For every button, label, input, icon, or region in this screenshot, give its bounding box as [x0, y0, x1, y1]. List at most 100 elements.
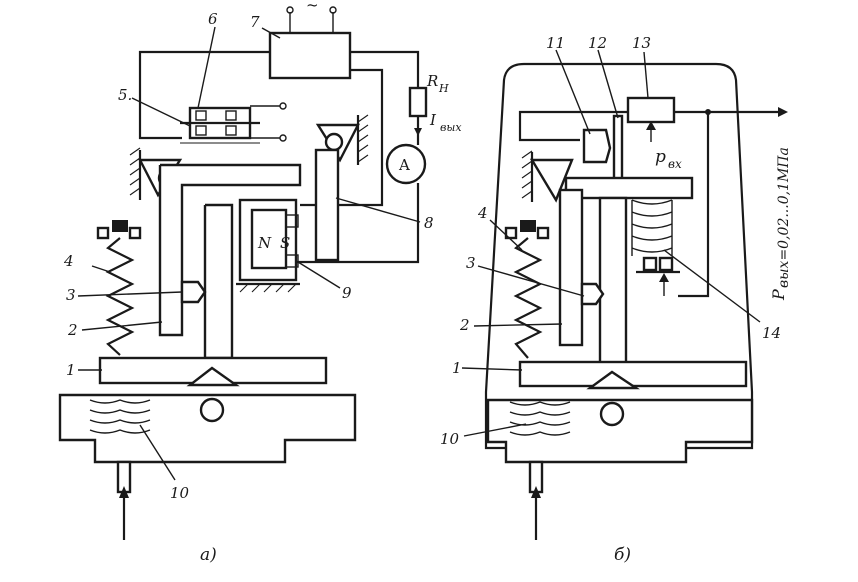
bellows-14-mount-a: [642, 256, 658, 272]
spring-nut-right-b: [536, 226, 550, 240]
label-b-11: 11: [546, 34, 565, 52]
lever-2b: [558, 188, 584, 347]
label-b-13: 13: [632, 34, 651, 52]
label-b-12: 12: [588, 34, 607, 52]
nozzle-3b: [580, 282, 605, 306]
label-a-2: 2: [67, 321, 78, 339]
magnet-9-core: [250, 208, 288, 270]
ammeter-label: A: [398, 156, 410, 174]
label-pin-sub: вх: [668, 157, 682, 171]
pole-n: N: [257, 234, 272, 252]
bellows-14-mount-b: [658, 256, 674, 272]
label-a-3: 3: [66, 286, 76, 304]
resistor-rn: [408, 86, 428, 118]
label-b-4: 4: [477, 204, 488, 222]
leader-2b: [473, 323, 563, 327]
label-a-9: 9: [342, 284, 352, 302]
bellows-10b: [509, 401, 571, 436]
leader-4b: [489, 219, 523, 251]
bellows-14-arrow-head: [659, 273, 669, 282]
wall-right-hatch: [357, 114, 369, 163]
leader-10b: [463, 423, 527, 437]
pole-s: S: [280, 234, 290, 252]
label-iout-sub: вых: [440, 121, 462, 134]
spring-4b: [513, 237, 543, 359]
leader-11: [555, 49, 591, 135]
supply-terminal-2: [329, 6, 337, 14]
diagram-a: ~ A R H I вых: [58, 0, 462, 565]
diagram-b: p вх: [440, 34, 792, 565]
lever-8: [314, 148, 340, 262]
pivot-right: [324, 132, 344, 152]
block-7: [268, 31, 352, 80]
beam-1b: [518, 360, 748, 388]
label-b-2: 2: [459, 316, 470, 334]
label-a-10: 10: [170, 484, 190, 502]
leader-2: [81, 321, 163, 331]
lever-b-top: [564, 176, 694, 200]
output-arrow-head: [778, 107, 788, 117]
label-a-4: 4: [63, 252, 74, 270]
pout-symbol: P: [769, 289, 788, 301]
label-a-6: 6: [208, 10, 218, 28]
leader-5: [131, 97, 191, 127]
leader-7: [261, 27, 281, 39]
current-arrow-head: [414, 128, 422, 136]
hinge-b: [529, 158, 574, 203]
label-b-1: 1: [452, 359, 462, 377]
housing-10: [58, 393, 357, 464]
pivot-bottom-b: [599, 401, 625, 427]
label-b-14: 14: [762, 324, 781, 342]
label-rn: R: [426, 72, 438, 90]
pin-arrow-head: [646, 121, 656, 130]
flapper-stem: [203, 203, 234, 360]
label-pin: p: [655, 147, 666, 167]
coil-9a: [285, 214, 299, 228]
coil-6c: [195, 125, 207, 136]
feedback-line: [678, 112, 710, 298]
leader-8: [335, 197, 421, 223]
nozzle-3: [180, 280, 207, 304]
spring-4: [105, 237, 135, 356]
leader-3: [77, 291, 183, 297]
spring-nut-right: [128, 226, 142, 240]
label-a-5: 5.: [118, 86, 132, 104]
spring-adjuster-b: [520, 220, 536, 232]
supply-terminal-1: [286, 6, 294, 14]
pout-text: вых=0,02...0,1МПа: [776, 147, 792, 288]
label-iout: I: [429, 111, 437, 129]
spring-nut-left-b: [504, 226, 518, 240]
pivot-support-b: [586, 370, 640, 390]
pivot-support: [186, 366, 240, 387]
pivot-bottom: [199, 397, 225, 423]
leader-9: [297, 261, 341, 289]
stem-b: [598, 196, 628, 365]
inlet-arrow-head-b: [531, 486, 541, 498]
wall-b-hatch: [521, 150, 533, 199]
leader-13: [643, 51, 649, 99]
block-13: [626, 96, 676, 124]
magnet-base-hatch: [239, 283, 297, 293]
label-a-1: 1: [66, 361, 76, 379]
leader-14: [663, 249, 761, 323]
coil-6a: [195, 110, 207, 121]
leader-6: [197, 26, 216, 109]
spring-adjuster: [112, 220, 128, 232]
supply-label: ~: [306, 0, 319, 14]
coil-6d: [225, 125, 237, 136]
ammeter: [385, 143, 427, 185]
wall-left-hatch: [129, 147, 141, 196]
spring-nut-left: [96, 226, 110, 240]
enclosure: [484, 62, 754, 450]
wire-7-to-9: [300, 68, 384, 207]
terminal-6b: [279, 134, 287, 142]
terminal-6a: [279, 102, 287, 110]
wire-7-to-6: [138, 50, 270, 140]
leader-4: [91, 265, 111, 273]
label-a-8: 8: [424, 214, 434, 232]
coil-9b: [285, 254, 299, 268]
label-b-10: 10: [440, 430, 460, 448]
bellows-10: [89, 399, 151, 434]
caption-a: а): [200, 545, 217, 565]
